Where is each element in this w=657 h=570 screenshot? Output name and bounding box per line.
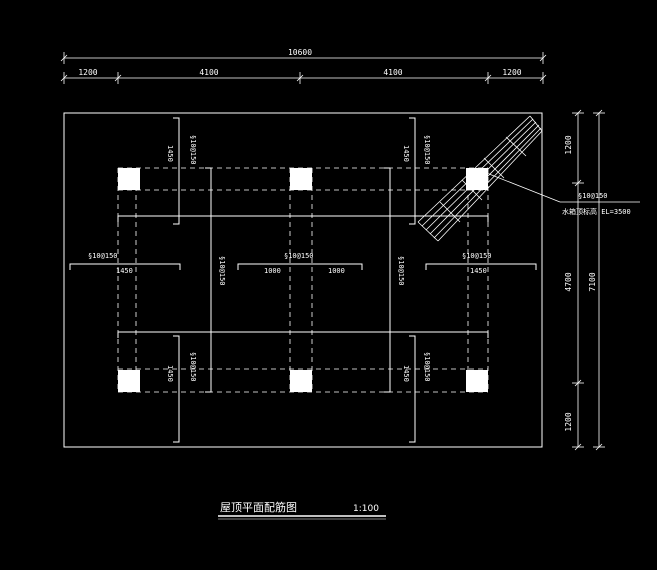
right-dim-label-top: 1200 [564, 135, 573, 154]
top-dimension-overall [60, 52, 547, 64]
segment-label-4: 1200 [502, 68, 521, 77]
vertical-long-bars [205, 167, 391, 393]
right-dim-label-total: 7100 [588, 272, 597, 291]
span-label-v-bot-right: 1450 [402, 365, 410, 382]
stair-hatch [417, 115, 543, 242]
span-label-h-right: 1450 [470, 267, 487, 275]
segment-label-1: 1200 [78, 68, 97, 77]
beam-grid-dashed [117, 167, 489, 393]
callout-leader [483, 171, 640, 203]
right-dim-label-bottom: 1200 [564, 412, 573, 431]
drawing-scale: 1:100 [353, 504, 379, 514]
span-label-h-center-b: 1000 [328, 267, 345, 275]
column-top-right [466, 168, 488, 190]
span-label-h-center-a: 1000 [264, 267, 281, 275]
rebar-label-v-bot-left: §10@150 [189, 352, 197, 382]
rebar-label-h-right: §10@150 [462, 252, 492, 260]
rebar-label-v-bot-right: §10@150 [423, 352, 431, 382]
overall-dimension-label: 10600 [288, 48, 312, 57]
title-underline [218, 515, 386, 520]
column-bottom-left [118, 370, 140, 392]
right-dimension-total [593, 109, 605, 451]
top-dimension-segments [60, 72, 547, 84]
column-bottom-right [466, 370, 488, 392]
segment-label-3: 4100 [383, 68, 402, 77]
segment-label-2: 4100 [199, 68, 218, 77]
right-dim-label-mid: 4700 [564, 272, 573, 291]
rebar-label-h-center: §10@150 [284, 252, 314, 260]
rebar-label-v-mid-right: §10@150 [397, 256, 405, 286]
span-label-v-bot-left: 1450 [166, 365, 174, 382]
column-bottom-center [290, 370, 312, 392]
rebar-label-v-top-left: §10@150 [189, 135, 197, 165]
rebar-label-v-top-right: §10@150 [423, 135, 431, 165]
drawing-title: 屋顶平面配筋图 [220, 500, 297, 514]
horizontal-long-bars [117, 215, 489, 338]
span-label-v-top-left: 1450 [166, 145, 174, 162]
columns [118, 168, 488, 392]
callout-rebar-label: §10@150 [578, 192, 608, 200]
right-dimension-inner [572, 109, 584, 451]
span-label-h-left: 1450 [116, 267, 133, 275]
callout-elevation-label: 水箱顶标高 EL=3500 [562, 207, 631, 216]
slab-outline [63, 112, 543, 448]
rebar-label-v-mid-left: §10@150 [218, 256, 226, 286]
span-label-v-top-right: 1450 [402, 145, 410, 162]
rebar-label-h-left: §10@150 [88, 252, 118, 260]
column-top-left [118, 168, 140, 190]
column-top-center [290, 168, 312, 190]
support-bars [69, 117, 537, 443]
